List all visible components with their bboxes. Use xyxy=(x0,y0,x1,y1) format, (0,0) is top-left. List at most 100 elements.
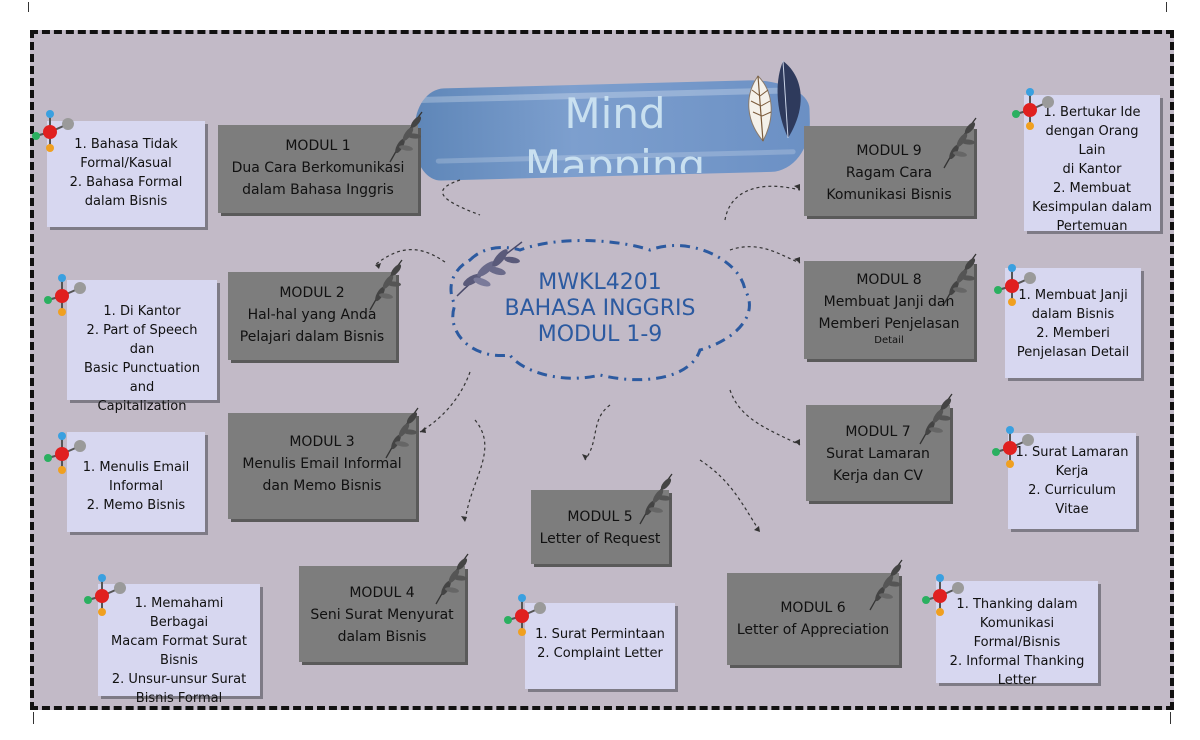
note-line: 2. Informal Thanking xyxy=(949,654,1085,669)
note-line: 1. Surat Lamaran xyxy=(1015,445,1129,460)
note-line: 1. Bertukar Ide xyxy=(1043,105,1141,120)
module-title: MODUL 1 xyxy=(285,138,351,154)
module-2-notes: 1. Di Kantor 2. Part of Speech dan Basic… xyxy=(67,280,217,414)
module-desc: Kerja dan CV xyxy=(833,468,923,484)
title-line-2: Mapping xyxy=(524,141,706,173)
module-title: MODUL 3 xyxy=(289,434,355,450)
note-line: 2. Bahasa Formal xyxy=(69,175,183,190)
note-line: 1. Menulis Email xyxy=(82,460,190,475)
molecule-icon xyxy=(920,572,964,618)
module-7-box: MODUL 7 Surat Lamaran Kerja dan CV xyxy=(806,405,950,501)
note-line: di Kantor xyxy=(1062,162,1122,177)
note-line: 1. Memahami Berbagai xyxy=(134,596,224,630)
leaf-sprig-icon xyxy=(916,390,956,446)
note-line: Kesimpulan dalam xyxy=(1032,200,1152,215)
module-3-box: MODUL 3 Menulis Email Informal dan Memo … xyxy=(228,413,416,519)
note-line: 2. Curriculum xyxy=(1028,483,1116,498)
center-topic: MWKL4201 BAHASA INGGRIS MODUL 1-9 xyxy=(480,270,720,348)
molecule-icon xyxy=(992,262,1036,308)
module-desc: Memberi Penjelasan xyxy=(818,316,960,332)
module-5-notes: 1. Surat Permintaan 2. Complaint Letter xyxy=(525,603,675,689)
note-line: Kerja xyxy=(1055,464,1089,479)
note-line: dalam Bisnis xyxy=(84,194,168,209)
leaf-sprig-icon xyxy=(866,556,906,612)
leaf-sprig-icon xyxy=(366,256,406,312)
molecule-icon xyxy=(42,272,86,318)
module-title: MODUL 7 xyxy=(845,424,911,440)
module-2-box: MODUL 2 Hal-hal yang Anda Pelajari dalam… xyxy=(228,272,396,360)
leaf-sprig-icon xyxy=(382,404,422,460)
note-line: Komunikasi Formal/Bisnis xyxy=(973,616,1061,650)
leaf-sprig-icon xyxy=(940,250,980,306)
module-title: MODUL 2 xyxy=(279,285,345,301)
module-desc: Letter of Appreciation xyxy=(736,622,890,638)
module-8-notes: 1. Membuat Janji dalam Bisnis 2. Memberi… xyxy=(1005,268,1141,378)
module-desc: Letter of Request xyxy=(539,531,661,547)
module-title: MODUL 9 xyxy=(856,143,922,159)
title-line-1: Mind xyxy=(564,89,666,138)
course-code: MWKL4201 xyxy=(538,270,662,295)
module-9-notes: 1. Bertukar Ide dengan Orang Lain di Kan… xyxy=(1024,95,1160,234)
feather-icon xyxy=(738,56,818,146)
leaf-sprig-icon xyxy=(940,114,980,170)
module-1-box: MODUL 1 Dua Cara Berkomunikasi dalam Bah… xyxy=(218,125,418,213)
module-desc: Hal-hal yang Anda xyxy=(247,307,377,323)
leaf-sprig-icon xyxy=(432,550,472,606)
module-4-box: MODUL 4 Seni Surat Menyurat dalam Bisnis xyxy=(299,566,465,662)
note-line: Basic Punctuation and xyxy=(84,361,200,395)
module-desc: Komunikasi Bisnis xyxy=(826,187,952,203)
module-3-notes: 1. Menulis Email Informal 2. Memo Bisnis xyxy=(67,432,205,532)
module-note: Detail xyxy=(874,335,904,346)
module-desc: Surat Lamaran xyxy=(826,446,930,462)
module-title: MODUL 6 xyxy=(780,600,846,616)
leaf-sprig-icon xyxy=(636,470,676,526)
course-modules: MODUL 1-9 xyxy=(537,322,663,347)
module-4-notes: 1. Memahami Berbagai Macam Format Surat … xyxy=(98,584,260,706)
crop-mark xyxy=(1170,712,1181,724)
note-line: 1. Bahasa Tidak xyxy=(74,137,178,152)
note-line: Macam Format Surat xyxy=(111,634,247,649)
note-line: dalam Bisnis xyxy=(1031,307,1115,322)
module-desc: Ragam Cara xyxy=(845,165,933,181)
note-line: 2. Unsur-unsur Surat xyxy=(111,672,247,687)
note-line: 2. Part of Speech dan xyxy=(86,323,198,357)
module-6-notes: 1. Thanking dalam Komunikasi Formal/Bisn… xyxy=(936,581,1098,688)
module-desc: Menulis Email Informal xyxy=(242,456,402,472)
note-line: 2. Membuat xyxy=(1053,181,1131,196)
note-line: 1. Thanking dalam xyxy=(956,597,1078,612)
module-desc: Seni Surat Menyurat xyxy=(310,607,454,623)
note-line: Vitae xyxy=(1055,502,1089,517)
module-desc: dan Memo Bisnis xyxy=(262,478,382,494)
crop-mark xyxy=(1166,2,1177,12)
module-title: MODUL 8 xyxy=(856,272,922,288)
note-line: 2. Memberi xyxy=(1036,326,1110,341)
module-8-box: MODUL 8 Membuat Janji dan Memberi Penjel… xyxy=(804,261,974,359)
module-5-box: MODUL 5 Letter of Request xyxy=(531,490,669,564)
note-line: 2. Complaint Letter xyxy=(537,646,663,661)
module-desc: Dua Cara Berkomunikasi xyxy=(231,160,405,176)
module-desc: Membuat Janji dan xyxy=(823,294,955,310)
module-7-notes: 1. Surat Lamaran Kerja 2. Curriculum Vit… xyxy=(1008,433,1136,529)
module-title: MODUL 5 xyxy=(567,509,633,525)
note-line: 1. Membuat Janji xyxy=(1018,288,1128,303)
note-line: Bisnis xyxy=(160,653,198,668)
note-line: Bisnis Formal xyxy=(135,691,223,706)
note-line: Letter xyxy=(997,673,1037,688)
molecule-icon xyxy=(1010,86,1054,132)
molecule-icon xyxy=(990,424,1034,470)
note-line: 2. Memo Bisnis xyxy=(86,498,186,513)
molecule-icon xyxy=(30,108,74,154)
note-line: 1. Di Kantor xyxy=(103,304,181,319)
note-line: dengan Orang Lain xyxy=(1045,124,1139,158)
module-1-notes: 1. Bahasa Tidak Formal/Kasual 2. Bahasa … xyxy=(47,121,205,227)
module-6-box: MODUL 6 Letter of Appreciation xyxy=(727,573,899,665)
crop-mark xyxy=(33,712,44,724)
note-line: Pertemuan xyxy=(1056,219,1128,234)
note-line: Capitalization xyxy=(97,399,187,414)
module-9-box: MODUL 9 Ragam Cara Komunikasi Bisnis xyxy=(804,126,974,216)
note-line: 1. Surat Permintaan xyxy=(535,627,665,642)
module-desc: dalam Bisnis xyxy=(337,629,427,645)
molecule-icon xyxy=(82,572,126,618)
module-title: MODUL 4 xyxy=(349,585,415,601)
module-desc: Pelajari dalam Bisnis xyxy=(239,329,385,345)
